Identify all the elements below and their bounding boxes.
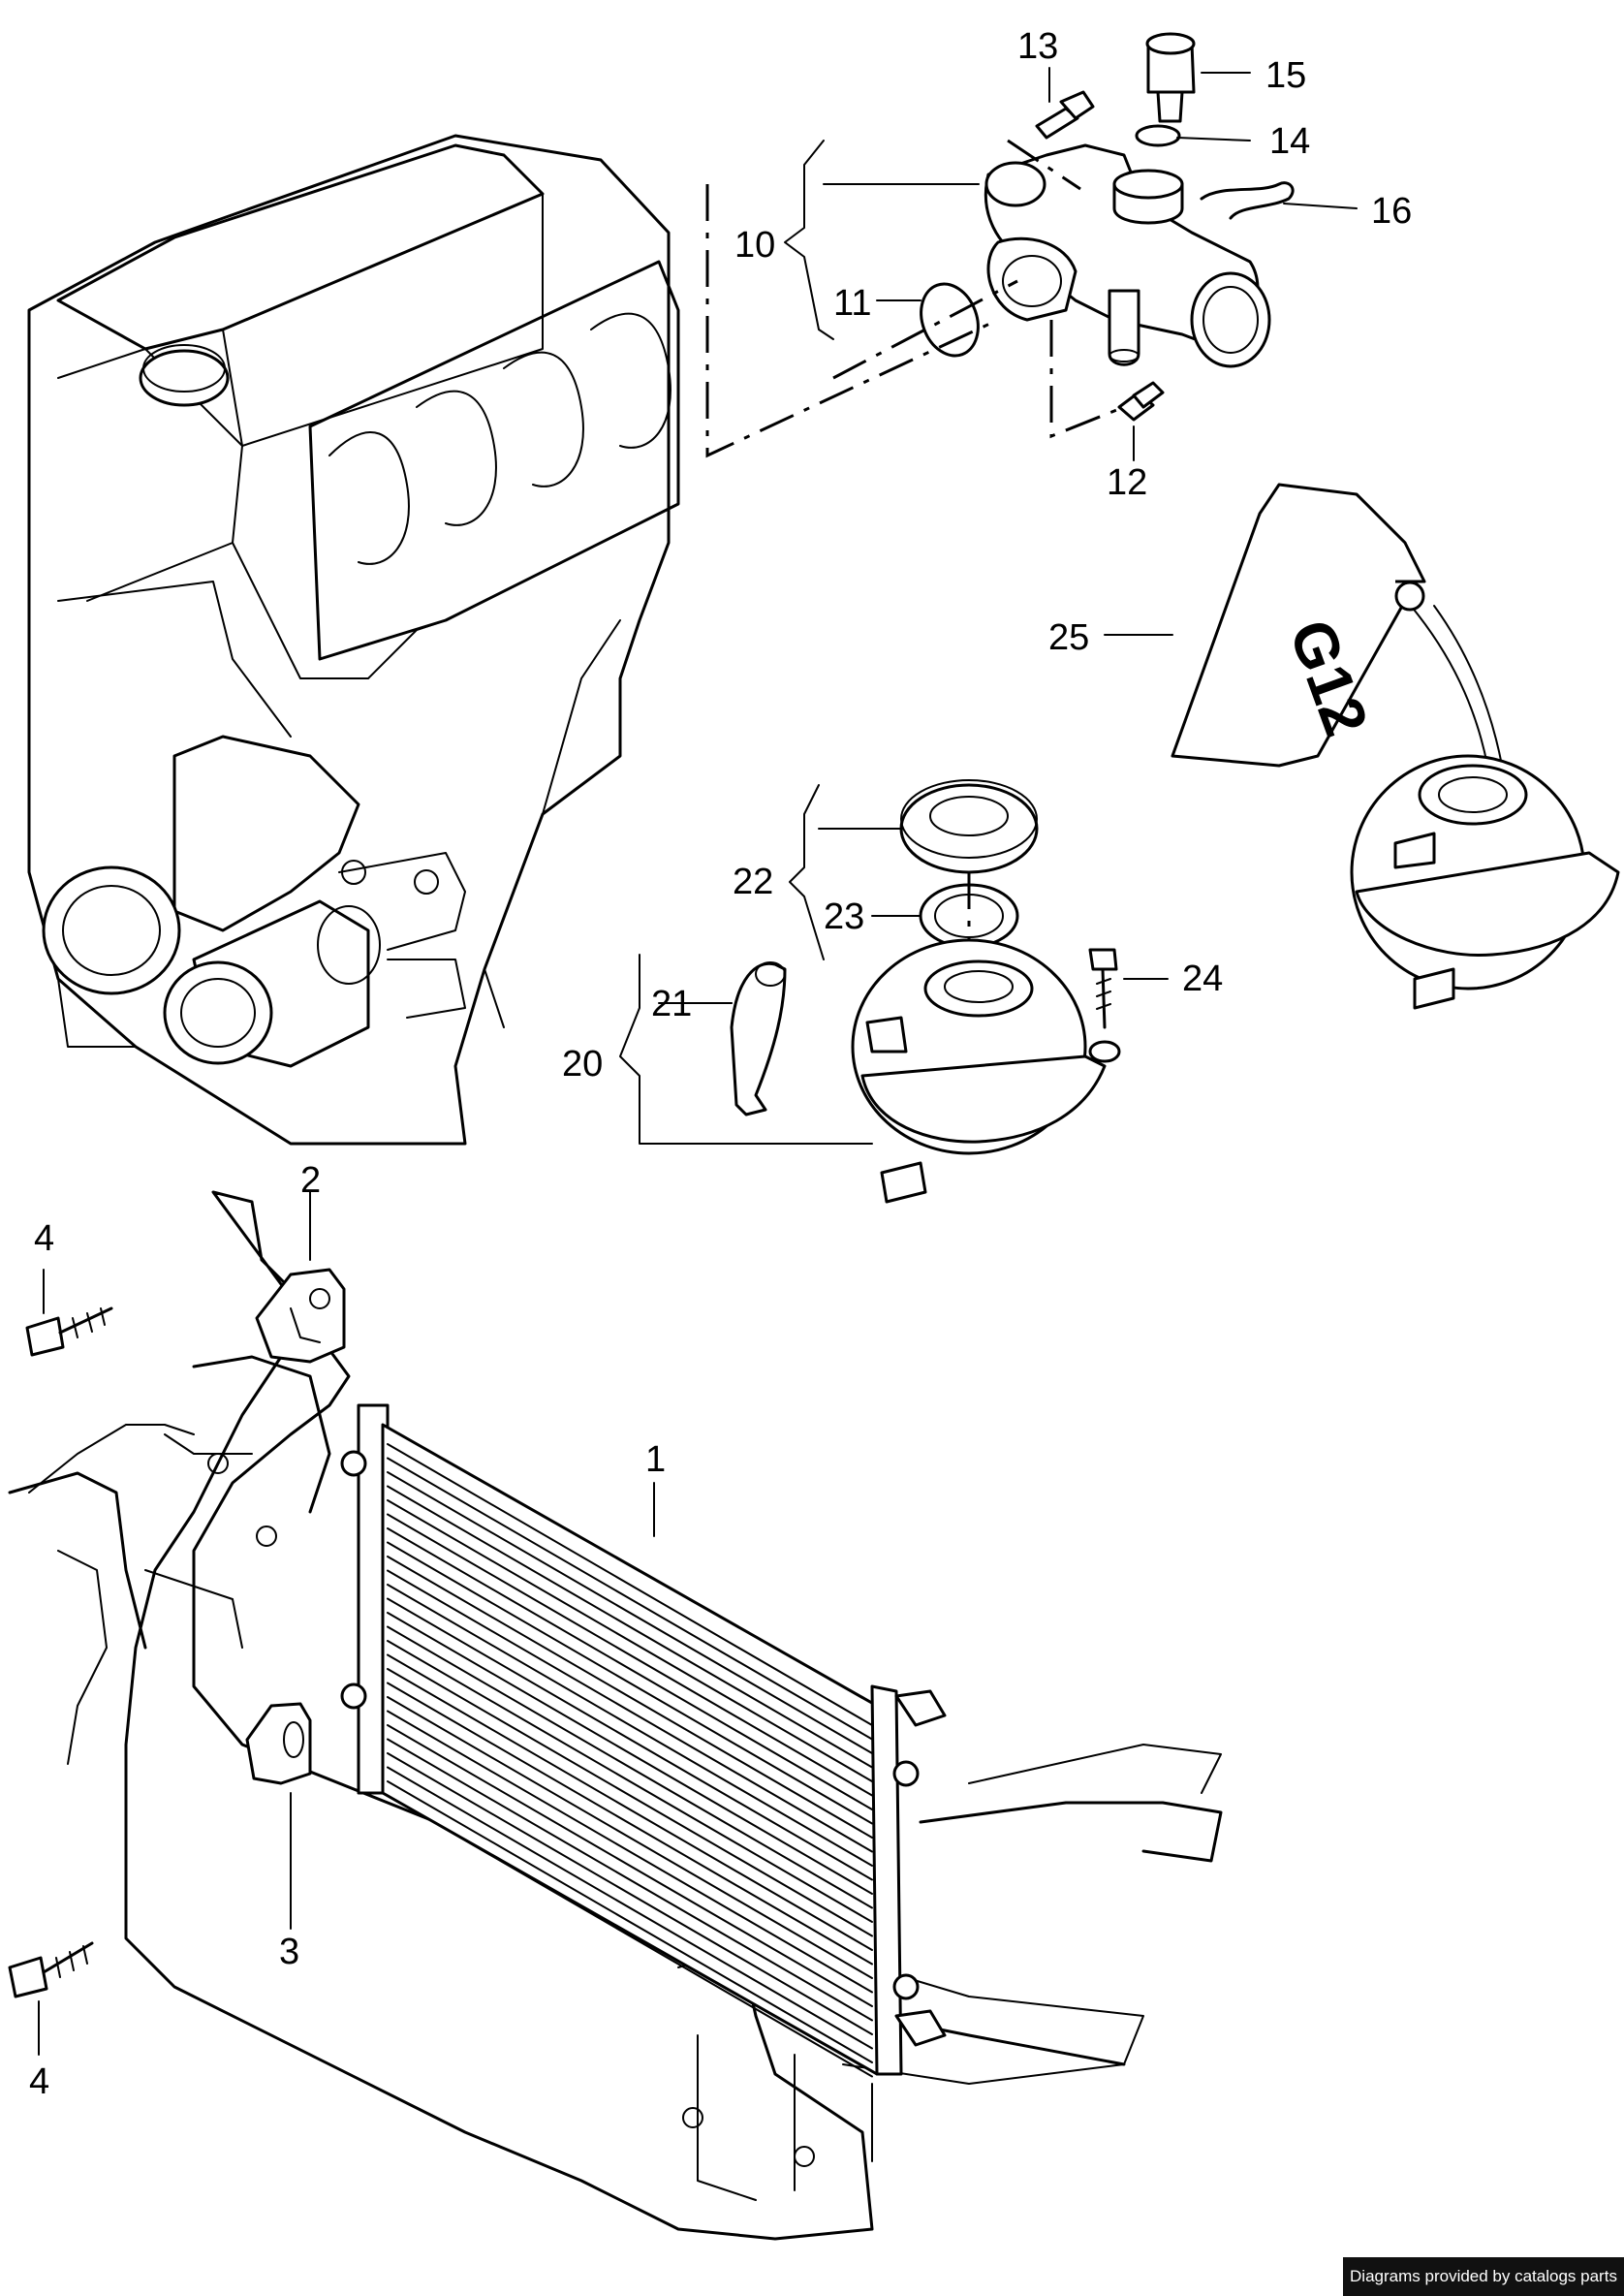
callout-12: 12 — [1107, 462, 1147, 503]
radiator-fin — [387, 1640, 873, 1923]
callout-21: 21 — [651, 984, 692, 1024]
radiator-1 — [340, 1403, 947, 2078]
radiator-fin — [387, 1457, 873, 1741]
radiator-fin — [387, 1612, 873, 1895]
bolt-13 — [1035, 90, 1095, 140]
radiator-fin — [387, 1584, 873, 1867]
radiator-fin — [387, 1499, 873, 1782]
radiator-fin — [387, 1682, 873, 1966]
callout-13: 13 — [1017, 26, 1058, 67]
o-ring-11 — [920, 282, 980, 358]
bracket-3 — [245, 1702, 312, 1785]
screw-4-lower — [8, 1941, 94, 1998]
radiator-fin — [387, 1794, 873, 2078]
expansion-tank-reference — [1350, 754, 1620, 1010]
callout-20: 20 — [562, 1044, 603, 1085]
radiator-fin — [387, 1696, 873, 1979]
radiator-fin — [387, 1597, 873, 1881]
engine-reference-line — [705, 184, 999, 458]
expansion-tank-20 — [851, 938, 1121, 1204]
callout-14: 14 — [1269, 121, 1310, 162]
radiator-fin — [387, 1625, 873, 1909]
bracket-2 — [255, 1268, 346, 1364]
radiator-fin — [387, 1527, 873, 1810]
bolt-13-axis — [1007, 139, 1081, 191]
radiator-fin — [387, 1541, 873, 1825]
radiator-fin — [387, 1738, 873, 2022]
radiator-fin — [387, 1569, 873, 1853]
flange-axis-line — [832, 279, 1018, 380]
radiator-fin — [387, 1724, 873, 2007]
retaining-clip-16 — [1200, 181, 1295, 220]
callout-25: 25 — [1048, 617, 1089, 658]
callout-4-upper: 4 — [34, 1218, 54, 1259]
radiator-fin — [387, 1710, 873, 1994]
radiator-fin — [387, 1752, 873, 2035]
radiator-fins — [387, 1443, 873, 2078]
radiator-fin — [387, 1766, 873, 2050]
callout-11: 11 — [833, 283, 871, 324]
radiator-fin — [387, 1471, 873, 1754]
coolant-canister-25: G12 — [1171, 483, 1508, 796]
sensor-15 — [1145, 32, 1196, 123]
screw-4-upper — [25, 1306, 113, 1357]
bolt-24 — [1088, 948, 1118, 1029]
credit-banner: Diagrams provided by catalogs parts — [1343, 2257, 1624, 2296]
o-ring-14 — [1135, 124, 1181, 147]
radiator-fin — [387, 1556, 873, 1839]
radiator-fin — [387, 1668, 873, 1951]
callout-4-lower: 4 — [29, 2061, 49, 2102]
stud-12 — [1117, 381, 1165, 422]
callout-2: 2 — [300, 1160, 321, 1201]
callout-labels: 1 2 3 4 4 10 11 12 13 14 15 16 20 21 22 … — [29, 26, 1412, 2102]
radiator-fin — [387, 1780, 873, 2063]
callout-23: 23 — [824, 896, 864, 937]
filler-cap-22 — [899, 779, 1039, 874]
engine-block — [27, 134, 680, 1146]
radiator-fin — [387, 1513, 873, 1797]
callout-10: 10 — [734, 225, 775, 266]
stud-12-axis — [1049, 320, 1125, 439]
callout-1: 1 — [645, 1439, 666, 1480]
radiator-fin — [387, 1443, 873, 1726]
bracket-21 — [730, 961, 787, 1117]
callout-3: 3 — [279, 1932, 299, 1972]
radiator-fin — [387, 1653, 873, 1937]
callout-22: 22 — [733, 862, 773, 902]
leader-lines — [38, 67, 1358, 2056]
coolant-flange — [984, 143, 1271, 368]
callout-15: 15 — [1265, 55, 1306, 96]
callout-16: 16 — [1371, 191, 1412, 232]
callout-24: 24 — [1182, 959, 1223, 999]
radiator-fin — [387, 1485, 873, 1769]
